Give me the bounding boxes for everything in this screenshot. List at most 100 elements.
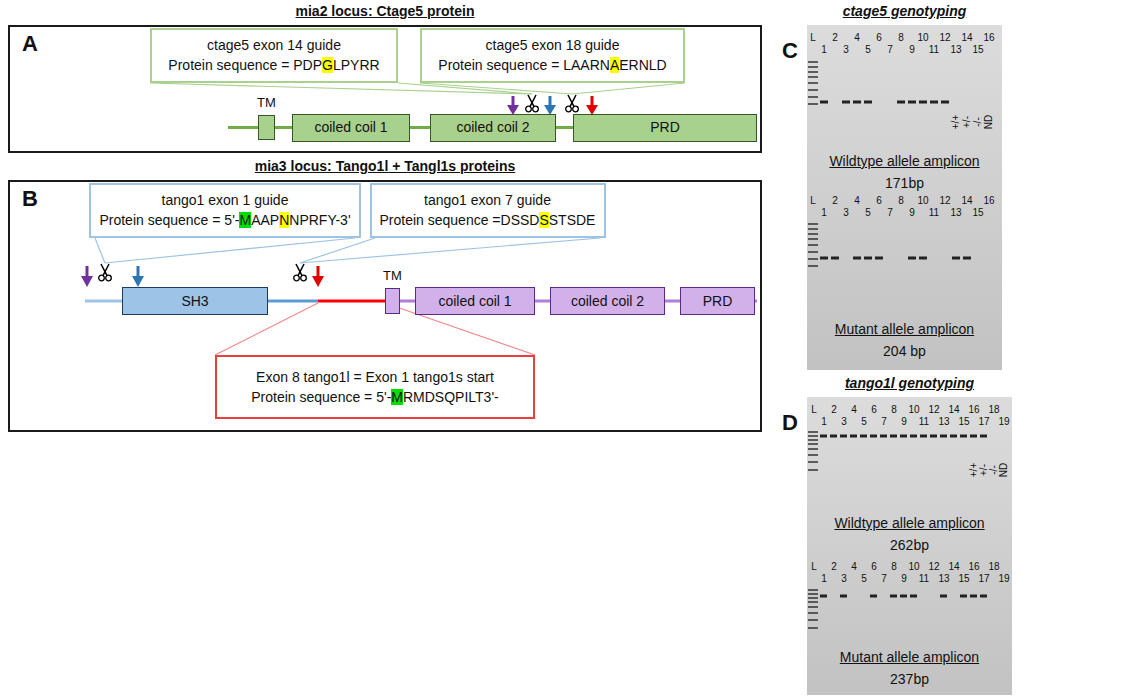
lane-number: 9	[901, 416, 907, 428]
lane-number: 19	[998, 416, 1009, 428]
gel-title: tango1l genotyping	[807, 375, 1012, 392]
protein-backbone	[85, 300, 122, 303]
panel-frame: mia3 locus: Tango1l + Tangl1s proteinsBt…	[8, 180, 762, 432]
genotype-label: ND	[983, 115, 995, 129]
tm-domain: TM	[385, 288, 400, 314]
scissors-symbol	[99, 264, 112, 281]
lane-number: 15	[958, 573, 969, 585]
protein-sequence: Protein sequence = PDPGLPYRR	[168, 57, 379, 74]
leader-line	[105, 238, 355, 263]
cut-arrow	[507, 96, 519, 115]
lane-number: 14	[948, 404, 959, 416]
amplicon-size: 204 bp	[807, 343, 1002, 360]
genotype-label: +/-	[961, 116, 973, 128]
domain-name: TM	[243, 95, 290, 111]
lane-number: 10	[917, 32, 928, 44]
cut-arrow	[544, 96, 556, 115]
guide-heading: tango1 exon 7 guide	[424, 192, 551, 209]
lane-number: 10	[908, 561, 919, 573]
tm-domain: TM	[258, 115, 275, 140]
lane-number: 2	[832, 32, 838, 44]
gel-title: ctage5 genotyping	[807, 3, 1002, 20]
gel-band	[820, 257, 971, 260]
lane-number: 14	[948, 561, 959, 573]
lane-number: 16	[983, 32, 994, 44]
domain-name: coiled coil 1	[314, 119, 387, 136]
lane-number: 5	[865, 44, 871, 56]
genotype-label: -/-	[972, 117, 984, 126]
lane-number: 4	[851, 404, 857, 416]
lane-number: 7	[887, 207, 893, 219]
gel-band	[820, 101, 949, 104]
lane-number: 9	[909, 44, 915, 56]
scissors-symbol	[566, 95, 579, 112]
lane-number: 5	[861, 573, 867, 585]
lane-number: 15	[972, 207, 983, 219]
leader-lines	[150, 83, 685, 94]
cut-arrow	[312, 266, 324, 287]
exon-box: Exon 8 tango1l = Exon 1 tango1s startPro…	[215, 355, 535, 419]
lane-number: 12	[939, 32, 950, 44]
genotype-label: +/+	[950, 115, 962, 129]
panel-title: mia2 locus: Ctage5 protein	[10, 3, 760, 20]
panel-letter: B	[22, 186, 38, 212]
lane-number: 3	[841, 416, 847, 428]
lane-number: L	[810, 195, 816, 207]
lane-number: 5	[865, 207, 871, 219]
lane-number: 7	[887, 44, 893, 56]
protein-sequence: Protein sequence = 5'-MRMDSQPILT3'-	[251, 389, 498, 406]
lane-number: 3	[841, 573, 847, 585]
lane-number: 2	[831, 404, 837, 416]
lane-number: 8	[891, 561, 897, 573]
lane-number: 18	[988, 561, 999, 573]
lane-number: L	[811, 404, 817, 416]
lane-number: 15	[958, 416, 969, 428]
lane-number: 13	[938, 573, 949, 585]
leader-line	[95, 238, 105, 263]
amplicon-name: Wildtype allele amplicon	[807, 153, 1002, 170]
domain-name: PRD	[703, 293, 733, 310]
domain-name: TM	[369, 268, 416, 284]
genotype-label: ND	[998, 463, 1010, 477]
lane-number: 16	[968, 404, 979, 416]
amplicon-name: Wildtype allele amplicon	[807, 515, 1012, 532]
leader-lines	[95, 238, 600, 263]
leader-line	[420, 83, 572, 94]
panel-frame: mia2 locus: Ctage5 proteinActage5 exon 1…	[8, 25, 762, 153]
lane-number: 18	[988, 404, 999, 416]
lane-number: 17	[978, 416, 989, 428]
lane-number: 8	[891, 404, 897, 416]
coiled-coil-domain: coiled coil 2	[430, 114, 556, 142]
guide-heading: ctage5 exon 18 guide	[486, 37, 620, 54]
lane-number: 19	[998, 573, 1009, 585]
guide-box: tango1 exon 7 guideProtein sequence =DSS…	[370, 183, 606, 238]
lane-number: 2	[832, 195, 838, 207]
leader-line	[300, 238, 600, 263]
lane-number: 16	[983, 195, 994, 207]
lane-number: 4	[854, 32, 860, 44]
prd-domain: PRD	[573, 114, 757, 142]
lane-number: 11	[919, 416, 929, 428]
lane-number: 1	[821, 44, 827, 56]
amplicon-size: 262bp	[807, 537, 1012, 554]
domain-name: coiled coil 2	[571, 293, 644, 310]
lane-number: 15	[972, 44, 983, 56]
lane-number: 3	[843, 44, 849, 56]
domain-name: SH3	[181, 293, 208, 310]
lane-number: 16	[968, 561, 979, 573]
exon-heading: Exon 8 tango1l = Exon 1 tango1s start	[256, 369, 494, 386]
panel-title: mia3 locus: Tango1l + Tangl1s proteins	[10, 158, 760, 175]
lane-number: 10	[908, 404, 919, 416]
protein-backbone	[318, 300, 385, 303]
lane-number: 4	[854, 195, 860, 207]
lane-number: 17	[978, 573, 989, 585]
coiled-coil-domain: coiled coil 1	[292, 114, 410, 142]
protein-sequence: Protein sequence = LAARNAERNLD	[438, 57, 666, 74]
prd-domain: PRD	[680, 287, 755, 315]
lane-number: 9	[901, 573, 907, 585]
lane-number: 11	[929, 44, 939, 56]
lane-number: 11	[919, 573, 929, 585]
lane-number: 1	[821, 573, 827, 585]
